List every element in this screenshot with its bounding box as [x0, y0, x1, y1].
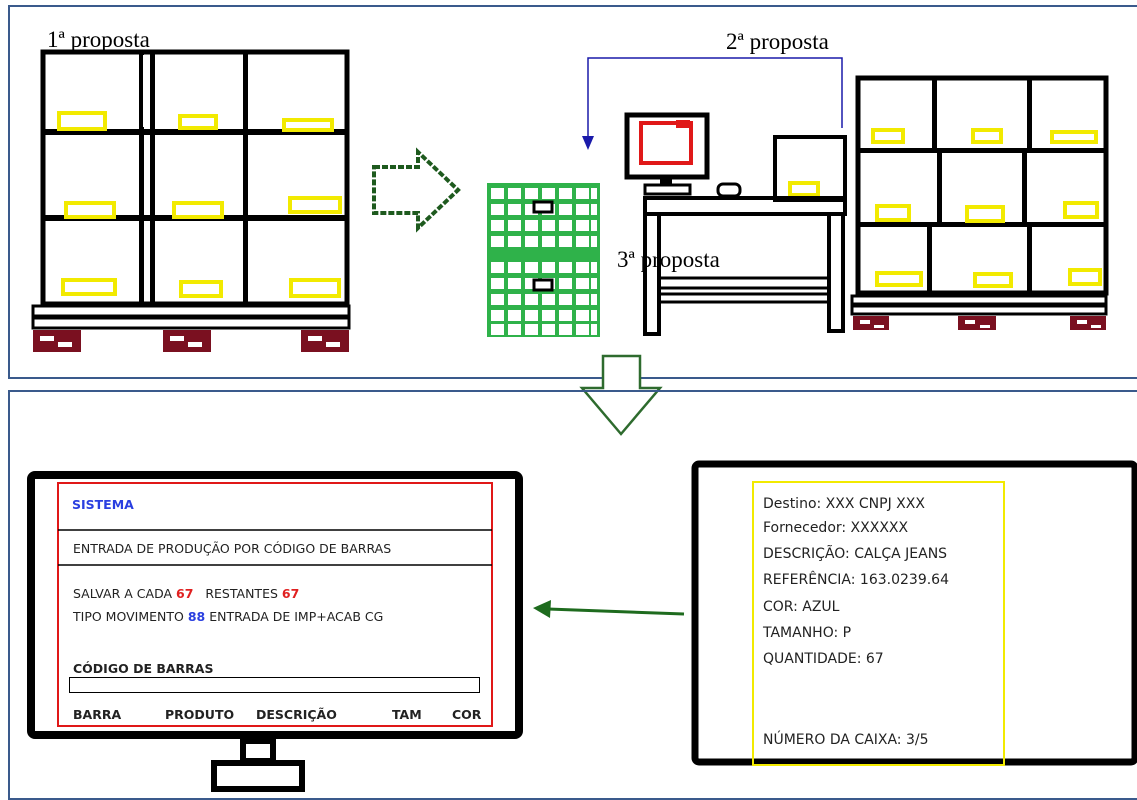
box-line-descricao: DESCRIÇÃO: CALÇA JEANS: [763, 547, 947, 561]
box-line-fornecedor: Fornecedor: XXXXXX: [763, 521, 908, 535]
box-number: NÚMERO DA CAIXA: 3/5: [763, 733, 929, 747]
box-line-cor: COR: AZUL: [763, 600, 839, 614]
box-line-destino: Destino: XXX CNPJ XXX: [763, 497, 925, 511]
box-line-tamanho: TAMANHO: P: [763, 626, 851, 640]
box-line-referencia: REFERÊNCIA: 163.0239.64: [763, 573, 949, 587]
box-line-quantidade: QUANTIDADE: 67: [763, 652, 884, 666]
